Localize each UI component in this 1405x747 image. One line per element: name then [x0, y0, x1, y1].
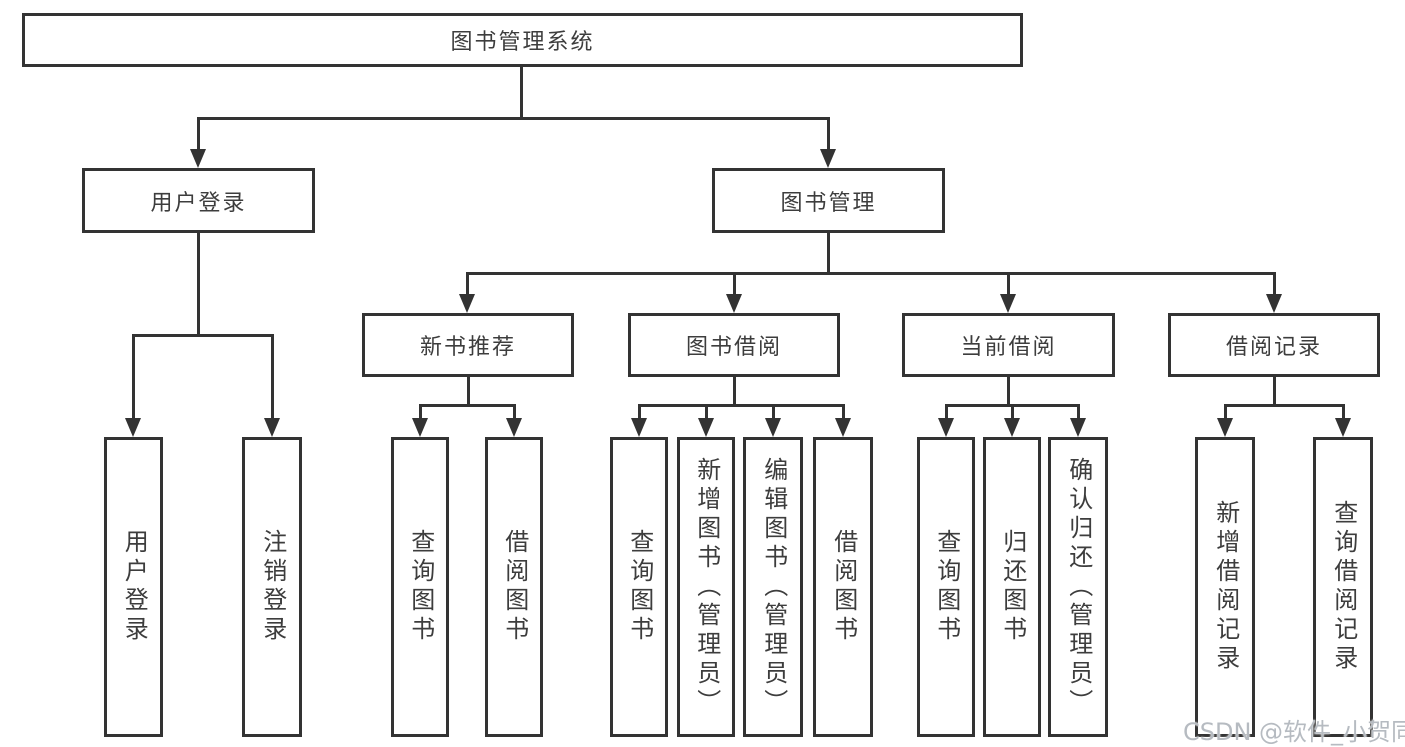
arrow-down-icon [1070, 418, 1086, 437]
arrow-down-icon [1217, 418, 1233, 437]
csdn-watermark: CSDN @软件_小贺同学 [1183, 718, 1405, 746]
connector-line [842, 404, 845, 422]
arrow-down-icon [1004, 418, 1020, 437]
arrow-down-icon [1000, 294, 1016, 313]
connector-line [638, 404, 845, 407]
node-new-book-recommend-label: 新书推荐 [419, 335, 516, 360]
connector-line [1224, 404, 1345, 407]
arrow-down-icon [1266, 294, 1282, 313]
leaf-borrow-book: 借阅图书 [813, 437, 873, 737]
leaf-borrow-book-label: 借阅图书 [829, 529, 858, 645]
leaf-query-book-recommend: 查询图书 [391, 437, 449, 737]
node-book-management: 图书管理 [712, 168, 945, 233]
leaf-user-login: 用户登录 [104, 437, 163, 737]
connector-line [197, 117, 200, 151]
leaf-query-book-recommend-label: 查询图书 [406, 529, 435, 645]
connector-line [1342, 404, 1345, 422]
connector-line [520, 67, 523, 119]
node-new-book-recommend: 新书推荐 [362, 313, 574, 377]
arrow-down-icon [1335, 418, 1351, 437]
connector-line [945, 404, 948, 422]
connector-line [419, 404, 516, 407]
arrow-down-icon [938, 418, 954, 437]
connector-line [638, 404, 641, 422]
arrow-down-icon [820, 149, 836, 168]
arrow-down-icon [264, 418, 280, 437]
node-book-management-label: 图书管理 [780, 190, 877, 216]
leaf-confirm-return-admin-label: 确认归还（管理员） [1064, 456, 1093, 718]
leaf-logout: 注销登录 [242, 437, 302, 737]
connector-line [197, 233, 200, 337]
leaf-query-book-current-label: 查询图书 [932, 529, 961, 645]
connector-line [271, 334, 274, 422]
node-user-login-label: 用户登录 [150, 190, 247, 216]
arrow-down-icon [631, 418, 647, 437]
node-current-borrowing: 当前借阅 [902, 313, 1115, 377]
connector-line [733, 272, 736, 298]
arrow-down-icon [190, 149, 206, 168]
arrow-down-icon [698, 418, 714, 437]
connector-line [1077, 404, 1080, 422]
arrow-down-icon [726, 294, 742, 313]
connector-line [772, 404, 775, 422]
leaf-return-book: 归还图书 [983, 437, 1041, 737]
node-library-system-label: 图书管理系统 [450, 30, 595, 55]
leaf-query-book-borrowing-label: 查询图书 [625, 529, 654, 645]
node-borrow-records-label: 借阅记录 [1225, 335, 1322, 360]
connector-line [705, 404, 708, 422]
arrow-down-icon [765, 418, 781, 437]
arrow-down-icon [125, 418, 141, 437]
leaf-add-book-admin: 新增图书（管理员） [677, 437, 735, 737]
arrow-down-icon [412, 418, 428, 437]
connector-line [467, 377, 470, 407]
leaf-borrow-book-recommend: 借阅图书 [485, 437, 543, 737]
connector-line [1273, 272, 1276, 298]
connector-line [1224, 404, 1227, 422]
connector-line [733, 377, 736, 407]
arrow-down-icon [506, 418, 522, 437]
leaf-query-book-current: 查询图书 [917, 437, 975, 737]
connector-line [1007, 377, 1010, 407]
connector-line [132, 334, 135, 422]
connector-line [466, 272, 469, 298]
node-borrow-records: 借阅记录 [1168, 313, 1380, 377]
leaf-edit-book-admin-label: 编辑图书（管理员） [759, 456, 788, 718]
leaf-add-borrow-record-label: 新增借阅记录 [1211, 500, 1240, 674]
connector-line [1007, 272, 1010, 298]
node-user-login: 用户登录 [82, 168, 315, 233]
node-current-borrowing-label: 当前借阅 [960, 335, 1057, 360]
connector-line [827, 233, 830, 275]
node-book-borrowing-label: 图书借阅 [685, 335, 782, 360]
connector-line [513, 404, 516, 422]
arrow-down-icon [459, 294, 475, 313]
connector-line [419, 404, 422, 422]
leaf-borrow-book-recommend-label: 借阅图书 [500, 529, 529, 645]
connector-line [827, 117, 830, 151]
connector-line [1011, 404, 1014, 422]
leaf-query-book-borrowing: 查询图书 [610, 437, 668, 737]
leaf-confirm-return-admin: 确认归还（管理员） [1048, 437, 1108, 737]
connector-line [132, 334, 274, 337]
leaf-add-book-admin-label: 新增图书（管理员） [692, 456, 721, 718]
leaf-edit-book-admin: 编辑图书（管理员） [743, 437, 803, 737]
arrow-down-icon [835, 418, 851, 437]
node-library-system: 图书管理系统 [22, 13, 1023, 67]
leaf-user-login-label: 用户登录 [120, 529, 149, 645]
leaf-query-borrow-record: 查询借阅记录 [1313, 437, 1373, 737]
connector-line [466, 272, 1276, 275]
connector-line [197, 117, 830, 120]
node-book-borrowing: 图书借阅 [628, 313, 840, 377]
leaf-return-book-label: 归还图书 [998, 529, 1027, 645]
leaf-logout-label: 注销登录 [258, 529, 287, 645]
connector-line [1273, 377, 1276, 407]
leaf-query-borrow-record-label: 查询借阅记录 [1329, 500, 1358, 674]
leaf-add-borrow-record: 新增借阅记录 [1195, 437, 1255, 737]
